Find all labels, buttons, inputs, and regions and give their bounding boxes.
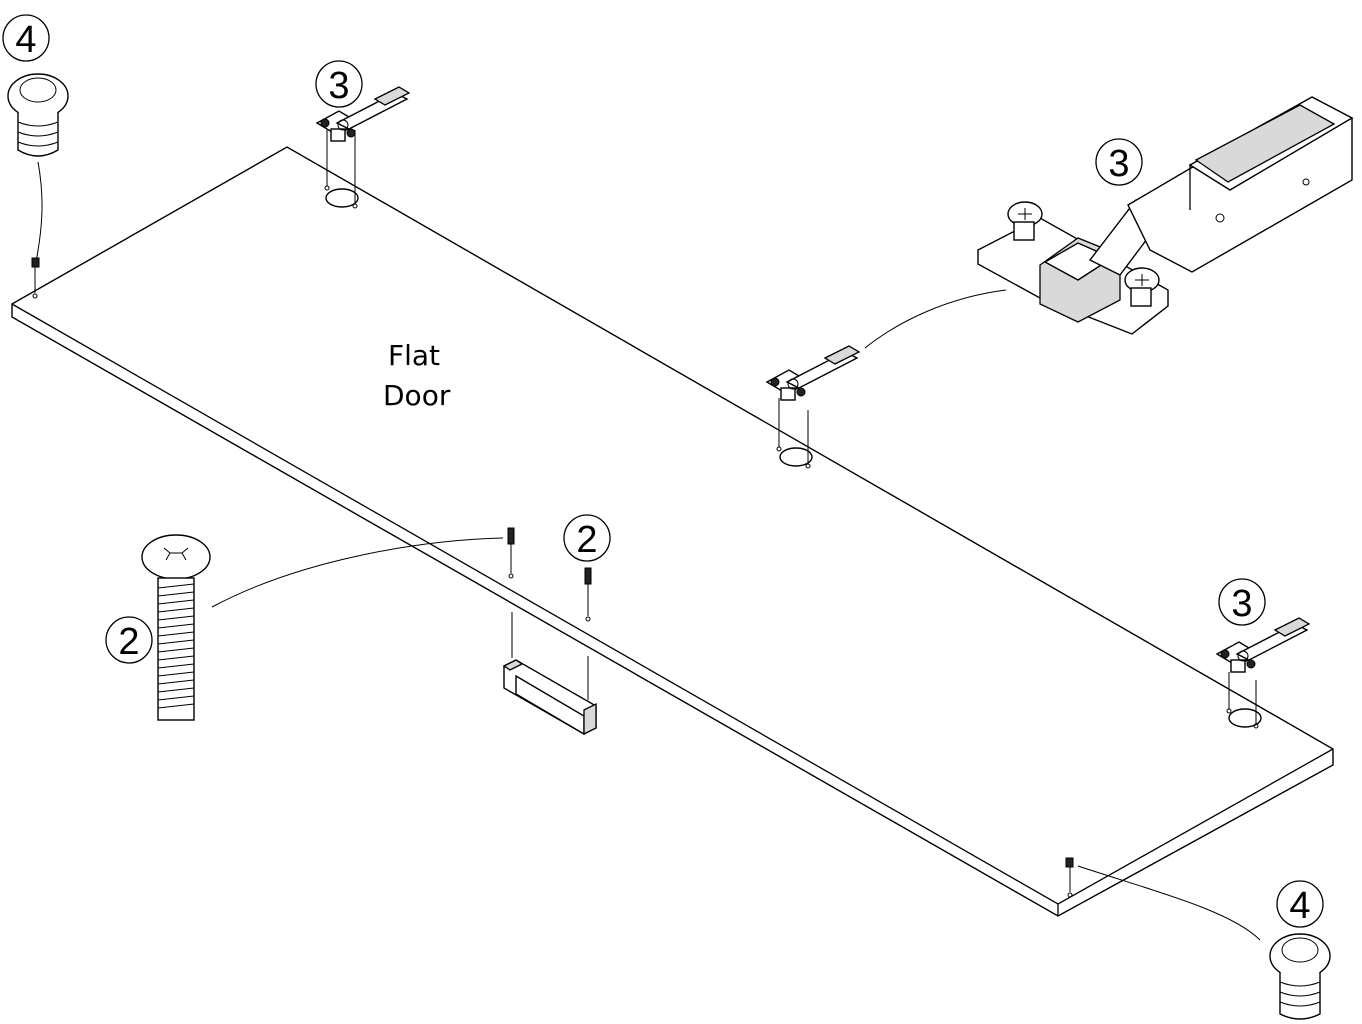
- flat-door-panel: [11, 146, 1334, 917]
- callout-bumper-bottom-right: 4: [1276, 880, 1324, 928]
- callout-number: 3: [1108, 143, 1129, 185]
- door-label-line1: Flat: [388, 339, 440, 372]
- callout-number: 2: [576, 519, 597, 561]
- hinge-cup-hole-top: [324, 130, 359, 209]
- bumper-small-top-left: [31, 257, 40, 299]
- screw-detail-large: [141, 534, 211, 721]
- hinge-small-top: [315, 86, 411, 142]
- hinge-screw-right: [1124, 267, 1160, 307]
- hinge-screw-left: [1007, 201, 1043, 241]
- callout-number: 4: [1289, 885, 1310, 927]
- door-label-line2: Door: [383, 379, 451, 412]
- screw-detail-leader: [211, 537, 504, 608]
- callout-number: 4: [15, 19, 36, 61]
- screw-small-right: [584, 567, 592, 622]
- hinge-small-middle: [765, 345, 861, 401]
- bumper-leader-bottom-right: [1077, 865, 1261, 941]
- hinge-detail: [977, 96, 1354, 335]
- callout-number: 2: [118, 621, 139, 663]
- screw-small-left: [507, 527, 515, 579]
- callout-number: 3: [328, 65, 349, 107]
- hinge-cup-hole-middle: [776, 398, 813, 469]
- callout-bumper-top-left: 4: [2, 14, 50, 62]
- door-handle: [502, 612, 597, 736]
- callout-screw-small: 2: [563, 514, 611, 562]
- hinge-detail-leader: [864, 289, 1007, 349]
- bumper-leader-top-left: [35, 161, 43, 263]
- callout-number: 3: [1231, 583, 1252, 625]
- hinge-small-bottom: [1215, 617, 1311, 673]
- hinge-cup-hole-bottom: [1226, 672, 1262, 729]
- callout-hinge-bottom-right: 3: [1218, 578, 1266, 626]
- callout-screw-detail: 2: [105, 616, 153, 664]
- bumper-small-bottom-right: [1065, 857, 1074, 898]
- callout-hinge-detail: 3: [1095, 138, 1143, 186]
- callout-hinge-top: 3: [315, 60, 363, 108]
- bumper-detail-top-left: [7, 73, 69, 157]
- bumper-detail-bottom-right: [1269, 933, 1331, 1020]
